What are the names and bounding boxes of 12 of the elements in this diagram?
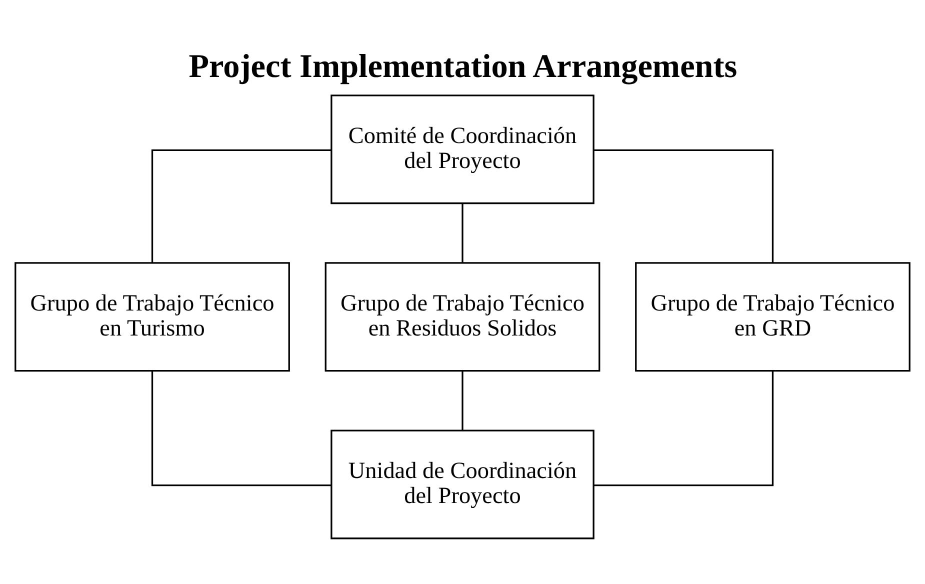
connector [462, 370, 464, 430]
node-box: Unidad de Coordinación del Proyecto [330, 430, 594, 540]
diagram-title: Project Implementation Arrangements [188, 48, 738, 86]
connector [594, 371, 774, 486]
connector [594, 149, 774, 263]
node-box: Grupo de Trabajo Técnico en GRD [635, 262, 910, 372]
connector [151, 149, 332, 263]
node-box: Grupo de Trabajo Técnico en Residuos Solidos [324, 262, 600, 372]
connector [151, 371, 332, 486]
connector [462, 203, 464, 262]
node-box: Grupo de Trabajo Técnico en Turismo [14, 262, 290, 372]
node-box: Comité de Coordinación del Proyecto [330, 94, 594, 204]
